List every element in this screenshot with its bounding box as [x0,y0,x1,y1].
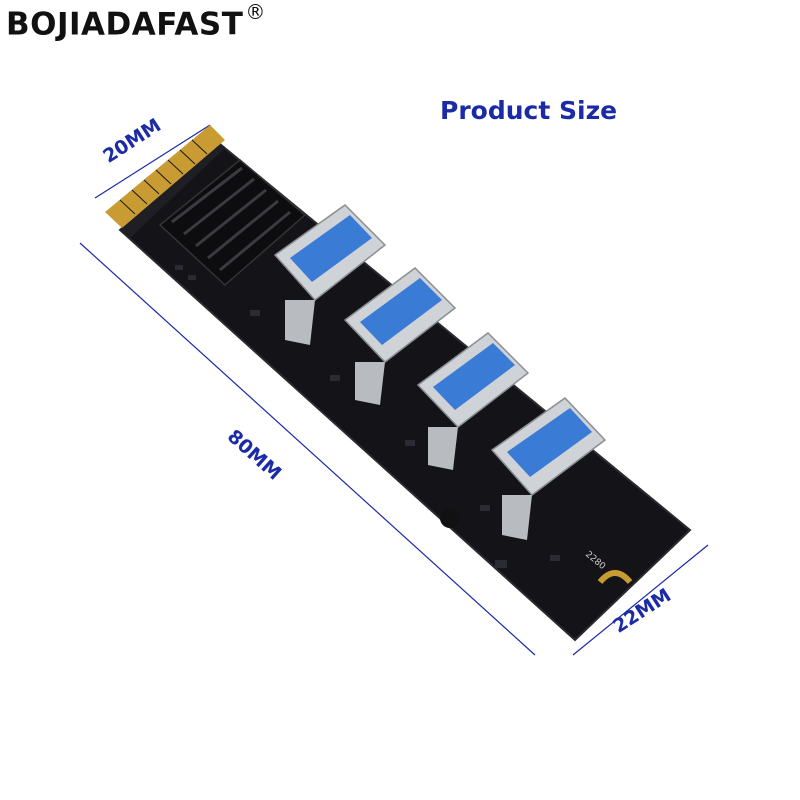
usb-port-3 [416,332,530,470]
brand-logo: BOJIADAFAST® [6,0,266,43]
dim-line-22mm [572,544,709,656]
heatsink [158,159,307,287]
dim-line-20mm [94,124,211,199]
usb-port-4 [490,397,607,540]
gold-connector [105,125,225,228]
brand-name: BOJIADAFAST [6,6,244,43]
registered-mark: ® [245,0,266,24]
usb-port-1 [273,204,387,345]
usb-ports [273,204,607,540]
mounting-notch [597,570,633,585]
smd-components [175,265,560,568]
usb-port-2 [343,267,457,405]
dimension-lines [79,124,709,656]
pcb-board [105,125,692,642]
dim-line-80mm [79,242,536,656]
page-title: Product Size [440,96,618,125]
